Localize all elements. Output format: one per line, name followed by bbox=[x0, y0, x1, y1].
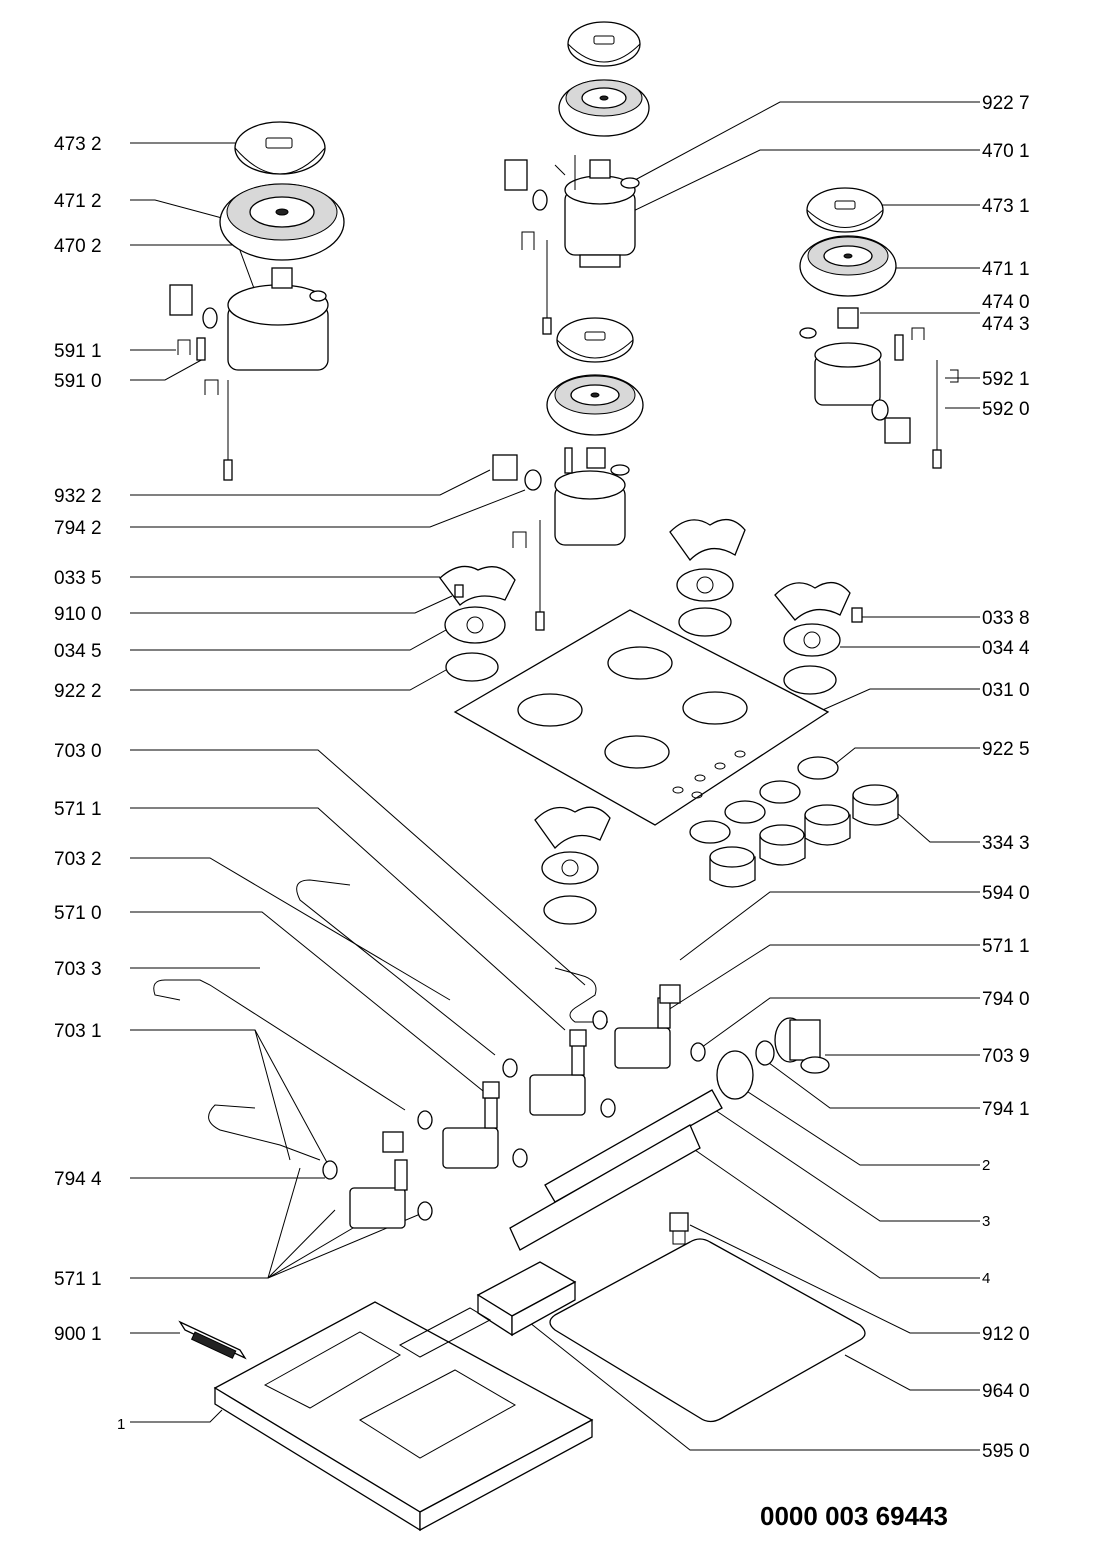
hob-glass-top bbox=[453, 609, 830, 826]
part-label-r-4743: 474 3 bbox=[982, 314, 1030, 335]
part-label-r-0310: 031 0 bbox=[982, 680, 1030, 701]
part-label-l-7032: 703 2 bbox=[54, 849, 102, 870]
part-label-r-9120: 912 0 bbox=[982, 1324, 1030, 1345]
part-label-r-2: 2 bbox=[982, 1157, 990, 1174]
part-label-r-4: 4 bbox=[982, 1270, 990, 1287]
gas-valve-3 bbox=[502, 1029, 616, 1118]
part-label-l-4712: 471 2 bbox=[54, 191, 102, 212]
burner-ring-left bbox=[219, 183, 345, 261]
part-label-r-3: 3 bbox=[982, 1213, 990, 1230]
part-label-l-5711b: 571 1 bbox=[54, 1269, 102, 1290]
burner-body-center bbox=[492, 447, 630, 631]
burner-cap-small-left bbox=[444, 606, 506, 644]
part-label-l-7030: 703 0 bbox=[54, 741, 102, 762]
part-label-r-4701: 470 1 bbox=[982, 141, 1030, 162]
part-label-l-4732: 473 2 bbox=[54, 134, 102, 155]
part-label-r-9227: 922 7 bbox=[982, 93, 1030, 114]
burner-cap-right bbox=[806, 187, 884, 233]
burner-body-left bbox=[169, 267, 329, 481]
document-number: 0000 003 69443 bbox=[760, 1501, 948, 1531]
part-label-r-5711: 571 1 bbox=[982, 936, 1030, 957]
pan-support-mid bbox=[669, 518, 746, 562]
burner-ring-top-center bbox=[558, 79, 650, 137]
part-label-l-4702: 470 2 bbox=[54, 236, 102, 257]
part-label-l-9322: 932 2 bbox=[54, 486, 102, 507]
part-label-r-9640: 964 0 bbox=[982, 1381, 1030, 1402]
pan-support-left bbox=[439, 565, 516, 606]
part-label-r-3343: 334 3 bbox=[982, 833, 1030, 854]
part-label-r-4711: 471 1 bbox=[982, 259, 1030, 280]
gasket-ring-front bbox=[543, 895, 597, 925]
part-label-l-0335: 033 5 bbox=[54, 568, 102, 589]
burner-cap-center bbox=[556, 317, 634, 363]
part-label-r-0344: 034 4 bbox=[982, 638, 1030, 659]
part-label-l-5910: 591 0 bbox=[54, 371, 102, 392]
gas-valve-4 bbox=[592, 984, 706, 1069]
gasket-ring-mid bbox=[678, 607, 732, 637]
part-label-l-9100: 910 0 bbox=[54, 604, 102, 625]
part-label-r-7940: 794 0 bbox=[982, 989, 1030, 1010]
inlet-elbow bbox=[774, 1017, 830, 1074]
burner-cap-small-right bbox=[783, 623, 841, 657]
gas-valve-1 bbox=[322, 1131, 433, 1229]
hob-seal-gasket bbox=[549, 1238, 866, 1423]
gas-manifold bbox=[509, 1089, 723, 1251]
part-label-r-5920: 592 0 bbox=[982, 399, 1030, 420]
burner-cap-small-mid bbox=[676, 568, 734, 602]
part-label-l-5911: 591 1 bbox=[54, 341, 102, 362]
part-label-l-7033: 703 3 bbox=[54, 959, 102, 980]
burner-body-right bbox=[799, 307, 959, 469]
part-label-r-5940: 594 0 bbox=[982, 883, 1030, 904]
part-label-r-7941: 794 1 bbox=[982, 1099, 1030, 1120]
gasket-ring-left bbox=[445, 652, 499, 682]
part-label-l-9222: 922 2 bbox=[54, 681, 102, 702]
inlet-washer bbox=[755, 1040, 775, 1066]
left-part-labels: 473 2 471 2 470 2 591 1 591 0 932 2 794 2 033 5… bbox=[54, 134, 125, 1433]
inlet-nut bbox=[716, 1050, 754, 1100]
foot-screw bbox=[669, 1212, 689, 1245]
part-label-r-7039: 703 9 bbox=[982, 1046, 1030, 1067]
part-label-r-0338: 033 8 bbox=[982, 608, 1030, 629]
ignition-unit bbox=[476, 1261, 577, 1337]
part-label-r-4731: 473 1 bbox=[982, 196, 1030, 217]
control-knobs bbox=[709, 784, 899, 888]
burner-ring-center bbox=[546, 374, 644, 436]
support-clip bbox=[178, 1320, 247, 1360]
burner-cap-small-front bbox=[541, 851, 599, 885]
gas-pipes bbox=[153, 879, 608, 1161]
part-label-r-5950: 595 0 bbox=[982, 1441, 1030, 1462]
part-label-l-7942: 794 2 bbox=[54, 518, 102, 539]
part-label-r-5921: 592 1 bbox=[982, 369, 1030, 390]
part-label-l-7031: 703 1 bbox=[54, 1021, 102, 1042]
part-label-r-4740: 474 0 bbox=[982, 292, 1030, 313]
pan-support-front bbox=[534, 806, 611, 850]
part-label-r-9225: 922 5 bbox=[982, 739, 1030, 760]
part-label-l-1: 1 bbox=[117, 1416, 125, 1433]
part-label-l-9001: 900 1 bbox=[54, 1324, 102, 1345]
burner-ring-right bbox=[799, 235, 897, 297]
left-leader-lines bbox=[130, 142, 586, 1423]
part-label-l-5710: 571 0 bbox=[54, 903, 102, 924]
burner-cap-top-center bbox=[567, 21, 641, 67]
gasket-ring-right bbox=[783, 665, 837, 695]
knob-gaskets bbox=[689, 756, 839, 844]
part-label-l-0345: 034 5 bbox=[54, 641, 102, 662]
part-label-l-5711a: 571 1 bbox=[54, 799, 102, 820]
burner-body-top-center bbox=[504, 155, 640, 335]
pan-support-right bbox=[774, 581, 851, 621]
gas-valve-2 bbox=[417, 1081, 528, 1169]
right-leader-lines bbox=[519, 101, 980, 1451]
screw-right bbox=[851, 607, 863, 623]
burner-cap-left bbox=[234, 121, 326, 175]
part-label-l-7944: 794 4 bbox=[54, 1169, 102, 1190]
base-tray bbox=[213, 1301, 594, 1532]
